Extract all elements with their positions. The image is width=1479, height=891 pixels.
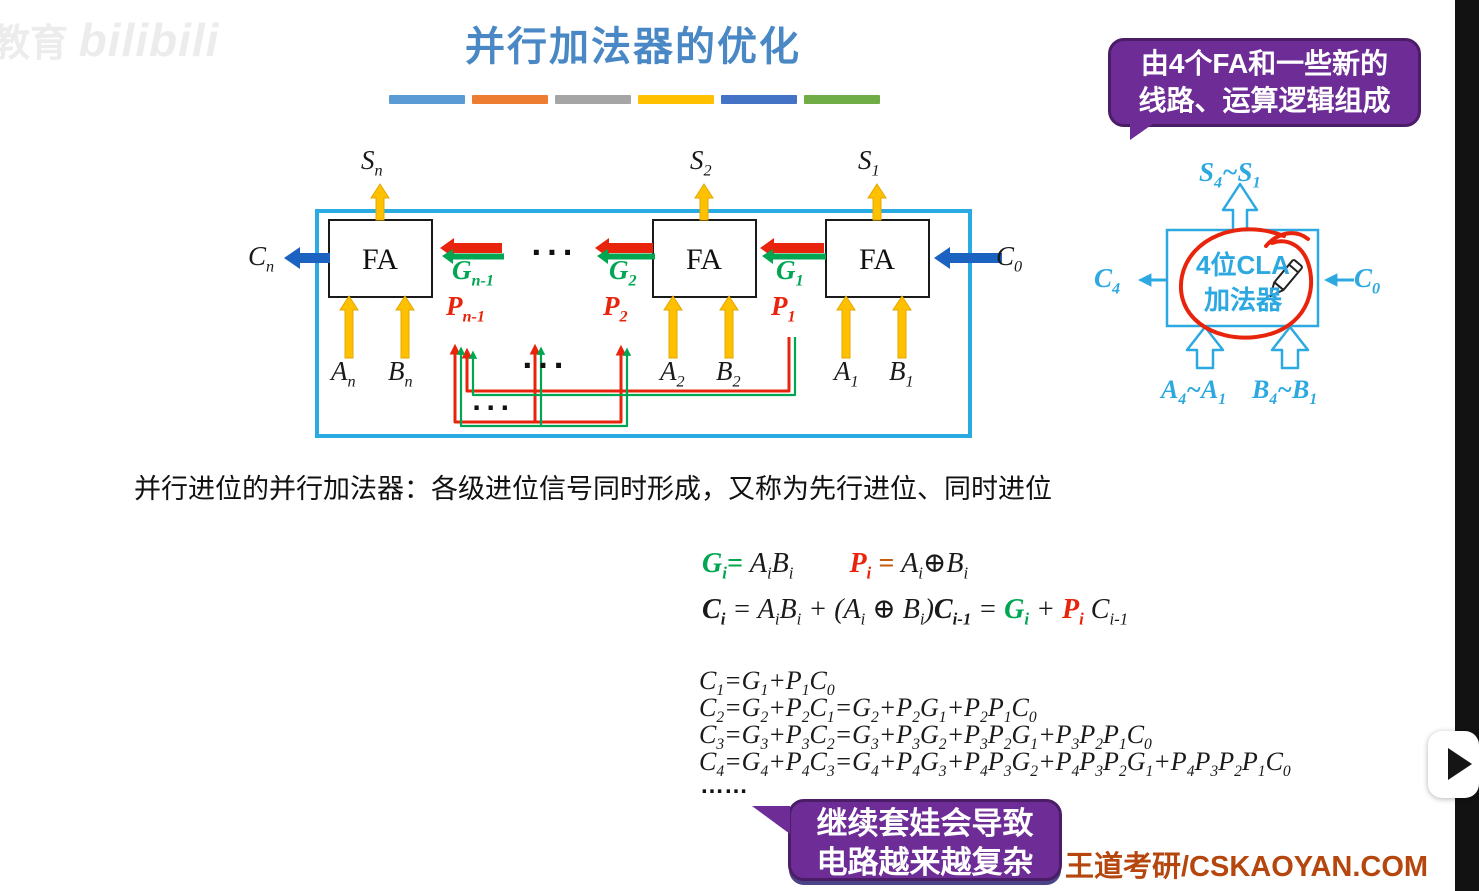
cla-carry-in-label: C0 xyxy=(1354,263,1381,298)
carry-expansion-c4: C4=G4+P4C3=G4+P4G3+P4P3G2+P4P3P2G1+P4P3P… xyxy=(699,747,1291,781)
callout-bottom-line1: 继续套娃会导致 xyxy=(816,806,1034,841)
cla-input-a-arrow xyxy=(1185,325,1225,370)
g-label-2: G2 xyxy=(609,255,637,290)
cla-carry-out-label: C4 xyxy=(1094,263,1121,298)
definition-statement: 并行进位的并行加法器：各级进位信号同时形成，又称为先行进位、同时进位 xyxy=(134,474,1052,504)
divider-bar-orange xyxy=(472,95,548,104)
g-label-1: G1 xyxy=(776,255,804,290)
callout-tail xyxy=(1130,119,1160,140)
brand-footer: 王道考研/CSKAOYAN.COM xyxy=(1065,851,1429,883)
p-label-n1: Pn-1 xyxy=(446,291,485,326)
cla-diagram xyxy=(1137,182,1354,370)
divider-bar-blue xyxy=(389,95,465,104)
pencil-cursor-icon xyxy=(1269,259,1303,298)
bilibili-logo: bilibili xyxy=(78,14,220,66)
input-label-b1: B1 xyxy=(889,356,914,391)
diagram-frame xyxy=(315,209,972,438)
cla-inputs-b-label: B4~B1 xyxy=(1252,375,1318,409)
cla-sum-label: S4~S1 xyxy=(1199,157,1261,192)
expansion-ellipsis: …… xyxy=(700,772,748,799)
carry-in-label: C0 xyxy=(996,241,1023,276)
ellipsis-stages: ··· xyxy=(531,236,578,269)
callout-top-line2: 线路、运算逻辑组成 xyxy=(1138,85,1391,116)
p-label-2: P2 xyxy=(603,291,628,326)
cla-input-b-arrow xyxy=(1270,325,1310,370)
next-video-button[interactable] xyxy=(1428,731,1479,798)
input-label-bn: Bn xyxy=(388,356,413,391)
ellipsis-wires: ··· xyxy=(472,394,515,422)
carry-expansion-c3: C3=G3+P3C2=G3+P3G2+P3P2G1+P3P2P1C0 xyxy=(699,720,1152,754)
input-label-an: An xyxy=(331,356,356,391)
p-label-1: P1 xyxy=(771,291,796,326)
callout-bottom-line2: 电路越来越复杂 xyxy=(816,845,1034,880)
callout-cla-composition: 由4个FA和一些新的 线路、运算逻辑组成 xyxy=(1108,38,1421,127)
cla-sum-arrow xyxy=(1221,182,1259,232)
ellipsis-inputs: ··· xyxy=(522,349,569,382)
watermark-text: 教育 xyxy=(0,23,69,65)
input-arrows xyxy=(339,295,912,359)
sum-label-n: Sn xyxy=(361,145,383,180)
title-divider xyxy=(389,91,887,109)
callout-bottom-tail xyxy=(752,806,790,834)
divider-bar-green xyxy=(804,95,880,104)
input-label-b2: B2 xyxy=(716,356,741,391)
carry-arrows xyxy=(284,247,1002,269)
divider-bar-gray xyxy=(555,95,631,104)
serial-adder-diagram: FA FA FA xyxy=(284,183,1002,438)
page-title: 并行加法器的优化 xyxy=(465,25,801,69)
carry-expansion-c2: C2=G2+P2C1=G2+P2G1+P2P1C0 xyxy=(699,693,1037,727)
formula-carry-recurrence: Ci = AiBi + (Ai ⊕ Bi)Ci-1 = Gi + Pi Ci-1 xyxy=(702,594,1129,629)
formula-gp-definition: Gi= AiBi Pi = Ai⊕Bi xyxy=(702,548,969,583)
divider-bar-navy xyxy=(721,95,797,104)
bilibili-watermark: 教育 bilibili xyxy=(0,12,219,67)
carry-out-label: Cn xyxy=(248,241,275,276)
input-label-a1: A1 xyxy=(834,356,859,391)
fa-label-1: FA xyxy=(859,243,895,276)
g-label-n1: Gn-1 xyxy=(452,255,494,290)
gp-routing-wires xyxy=(449,337,797,428)
sum-label-2: S2 xyxy=(690,145,712,180)
sum-arrows xyxy=(370,183,887,221)
cla-box-title-line1: 4位CLA xyxy=(1196,250,1290,280)
sum-label-1: S1 xyxy=(858,145,880,180)
callout-complexity: 继续套娃会导致 电路越来越复杂 xyxy=(788,799,1062,881)
carry-in-arrow xyxy=(934,247,1002,269)
play-icon xyxy=(1448,748,1472,780)
callout-top-line1: 由4个FA和一些新的 xyxy=(1140,48,1389,79)
divider-bar-gold xyxy=(638,95,714,104)
fa-label-2: FA xyxy=(686,243,722,276)
red-annotation-circle xyxy=(1178,227,1314,340)
carry-expansion-c1: C1=G1+P1C0 xyxy=(699,666,835,700)
gp-stage-arrows xyxy=(440,238,826,264)
cla-box-title-line2: 加法器 xyxy=(1203,285,1282,315)
carry-out-arrow xyxy=(284,247,330,269)
cla-inputs-a-label: A4~A1 xyxy=(1161,375,1227,409)
input-label-a2: A2 xyxy=(660,356,685,391)
fa-label-n: FA xyxy=(362,243,398,276)
